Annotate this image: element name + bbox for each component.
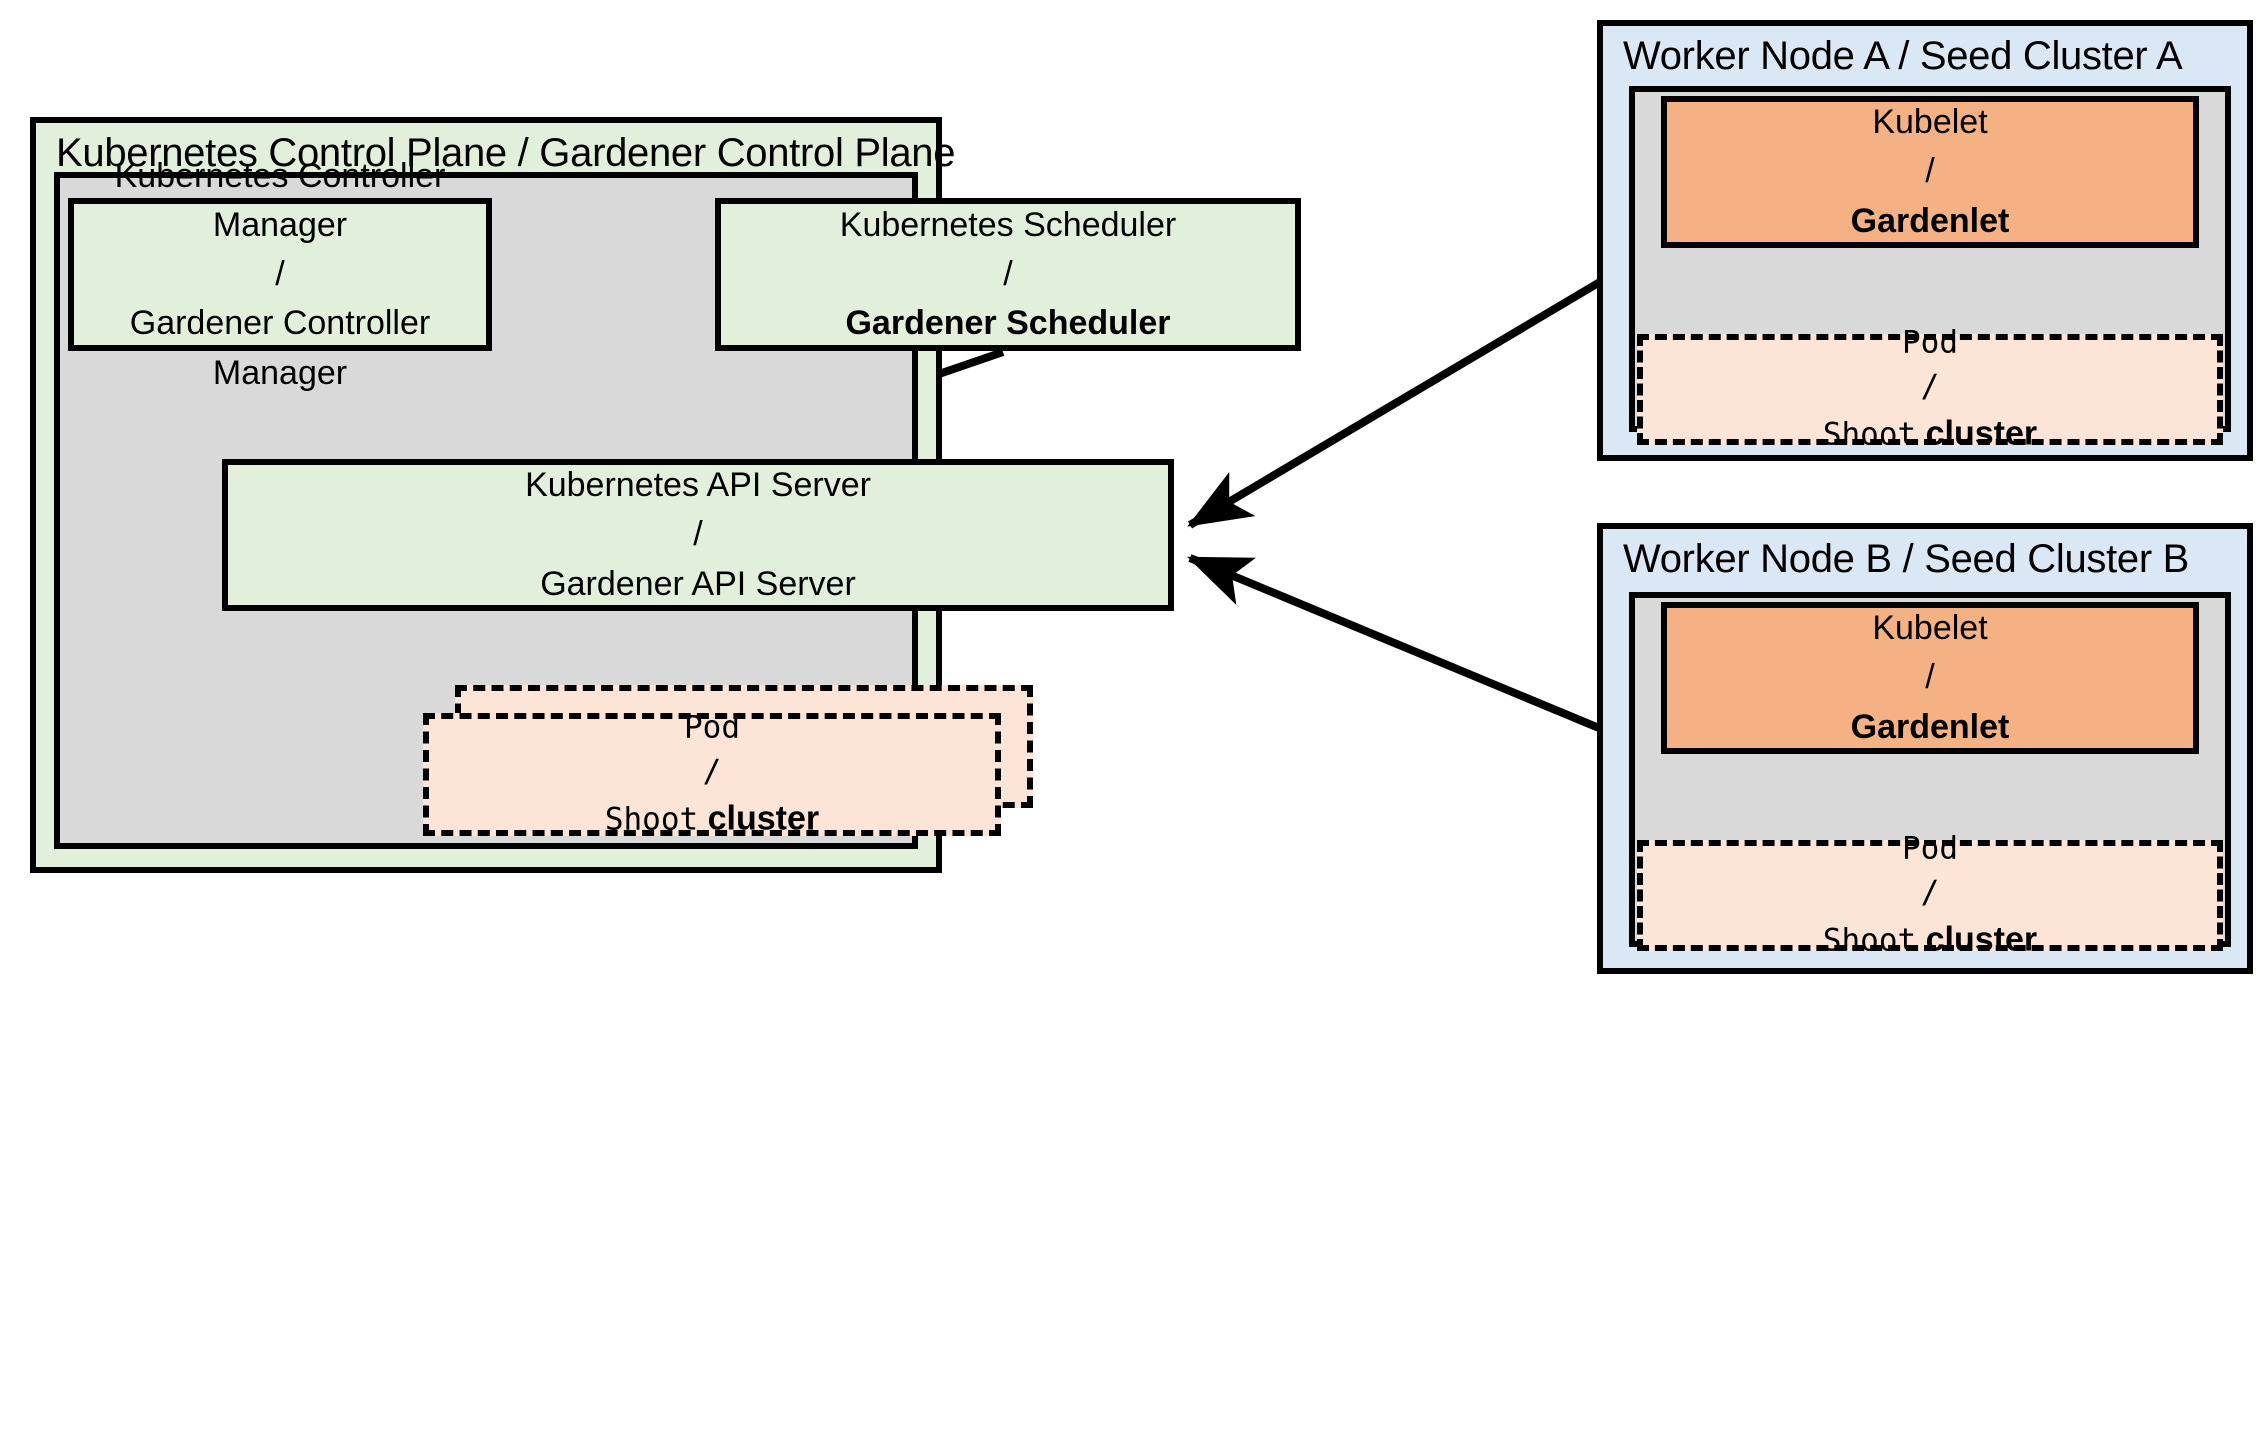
control-plane-pod-separator: / xyxy=(702,753,722,790)
control-plane-pod-line2-mono: Shoot xyxy=(604,801,699,838)
kubernetes-api-server-box[interactable]: Kubernetes API Server / Gardener API Ser… xyxy=(222,459,1174,611)
worker-node-a-pod-box[interactable]: Pod / Shoot cluster xyxy=(1637,324,2223,453)
worker-node-a-pod-line1: Pod xyxy=(1902,323,1958,360)
scheduler-separator: / xyxy=(1003,254,1013,293)
controller-manager-text: Kubernetes Controller Manager / Gardener… xyxy=(74,151,486,397)
scheduler-text: Kubernetes Scheduler / Gardener Schedule… xyxy=(721,201,1295,349)
scheduler-line1: Kubernetes Scheduler xyxy=(839,205,1177,244)
arrow-gardenlet-b-to-api-server xyxy=(1187,554,1661,757)
worker-node-a-label: Worker Node A / Seed Cluster A xyxy=(1623,34,2183,78)
worker-node-b-pod-text: Pod / Shoot cluster xyxy=(1643,826,2217,965)
worker-node-a-pod-line2: Shoot cluster xyxy=(1643,410,2217,459)
worker-node-a-pod-line2-bold: cluster xyxy=(1925,414,2038,453)
kubernetes-scheduler-box[interactable]: Kubernetes Scheduler / Gardener Schedule… xyxy=(715,198,1301,351)
worker-node-b-pod-line2: Shoot cluster xyxy=(1643,916,2217,965)
kubelet-a-separator: / xyxy=(1925,152,1935,191)
kubelet-b-line2: Gardenlet xyxy=(1850,707,2010,746)
controller-manager-line2: Gardener Controller Manager xyxy=(129,304,431,392)
api-server-line2: Gardener API Server xyxy=(540,564,856,603)
worker-node-b-pod-line2-bold: cluster xyxy=(1925,920,2038,959)
control-plane-pod-line2: Shoot cluster xyxy=(429,795,995,844)
worker-node-b-pod-line2-mono: Shoot xyxy=(1822,922,1917,959)
control-plane-pod-line2-bold: cluster xyxy=(707,799,820,838)
kubelet-a-line2: Gardenlet xyxy=(1850,201,2010,240)
kubelet-b-text: Kubelet / Gardenlet xyxy=(1667,604,2193,752)
kubelet-b-line1: Kubelet xyxy=(1872,609,1988,648)
worker-node-b-pod-line1: Pod xyxy=(1902,829,1958,866)
worker-node-b-pod-box[interactable]: Pod / Shoot cluster xyxy=(1637,830,2223,959)
kubelet-a-line1: Kubelet xyxy=(1872,103,1988,142)
worker-node-a-pod-separator: / xyxy=(1920,368,1940,405)
kubernetes-controller-manager-box[interactable]: Kubernetes Controller Manager / Gardener… xyxy=(68,156,492,391)
control-plane-pod-text: Pod / Shoot cluster xyxy=(429,705,995,844)
api-server-separator: / xyxy=(693,515,703,554)
worker-node-a-pod-text: Pod / Shoot cluster xyxy=(1643,320,2217,459)
kubelet-b-separator: / xyxy=(1925,658,1935,697)
worker-node-a-pod-line2-mono: Shoot xyxy=(1822,416,1917,453)
kubelet-gardenlet-a-box[interactable]: Kubelet / Gardenlet xyxy=(1661,96,2199,248)
control-plane-pod-line1: Pod xyxy=(684,708,740,745)
kubelet-gardenlet-b-box[interactable]: Kubelet / Gardenlet xyxy=(1661,602,2199,754)
api-server-line1: Kubernetes API Server xyxy=(525,466,871,505)
control-plane-label: Kubernetes Control Plane / Gardener Cont… xyxy=(56,131,956,175)
kubelet-a-text: Kubelet / Gardenlet xyxy=(1667,98,2193,246)
worker-node-b-pod-separator: / xyxy=(1920,874,1940,911)
control-plane-pod-box[interactable]: Pod / Shoot cluster xyxy=(423,709,1001,838)
controller-manager-separator: / xyxy=(275,254,285,293)
api-server-text: Kubernetes API Server / Gardener API Ser… xyxy=(228,461,1168,609)
worker-node-b-label: Worker Node B / Seed Cluster B xyxy=(1623,537,2190,581)
scheduler-line2: Gardener Scheduler xyxy=(845,304,1171,343)
controller-manager-line1: Kubernetes Controller Manager xyxy=(114,156,446,244)
